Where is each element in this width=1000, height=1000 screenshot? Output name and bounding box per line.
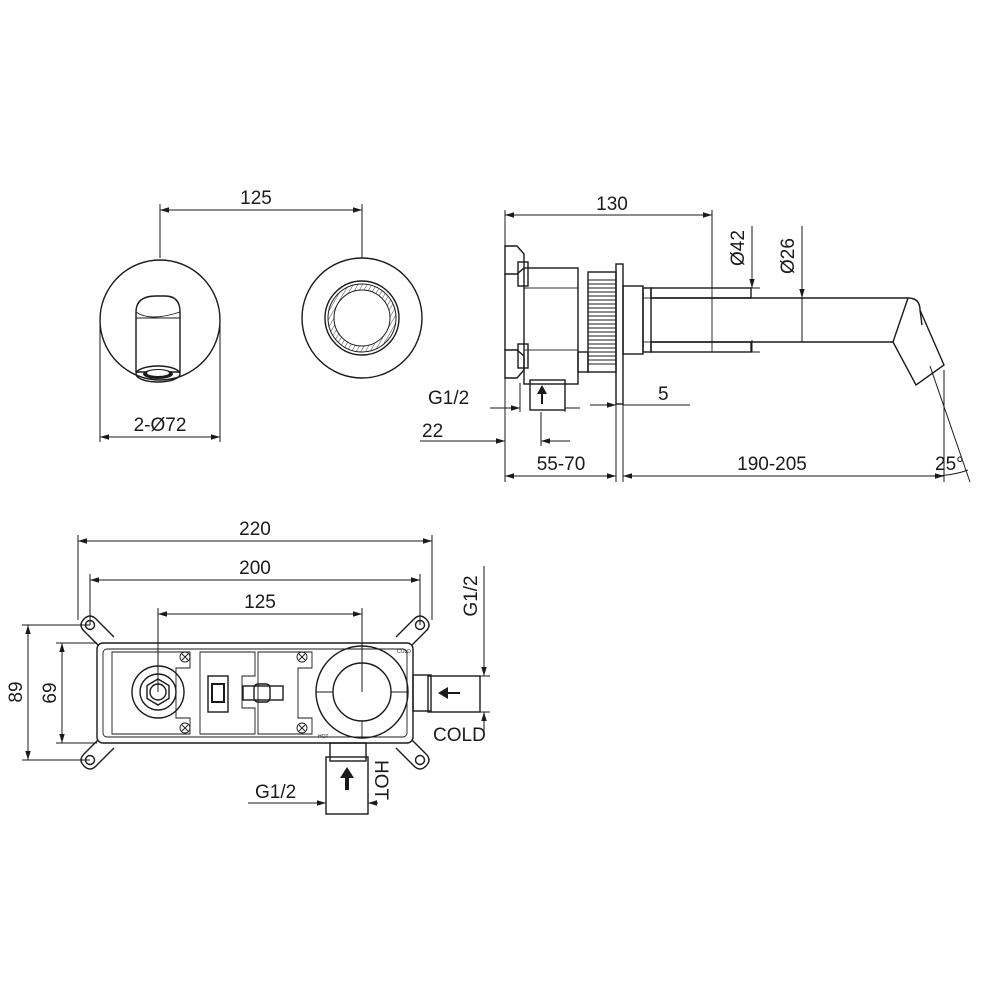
side-view: 130 Ø42 Ø26 G1/2 5 22 55-70	[420, 194, 971, 483]
dim-total-depth: 130	[596, 194, 628, 215]
front-view: 125 2-Ø72	[99, 188, 423, 442]
dim-plate-diameter: 2-Ø72	[134, 415, 187, 436]
hot-label: HOT	[370, 760, 391, 801]
dim-mount-width: 200	[239, 558, 271, 579]
dim-front-spacing: 125	[240, 188, 272, 209]
dim-spout-angle: 25°	[935, 454, 964, 475]
dim-cover-diameter: Ø42	[728, 230, 749, 266]
dim-height-inner: 69	[40, 682, 61, 703]
hot-inlet-arrow	[340, 767, 354, 790]
dim-overall-width: 220	[239, 519, 271, 540]
handle-cover-plate	[301, 257, 423, 379]
dim-hot-thread: G1/2	[255, 782, 296, 803]
inlet-arrow	[537, 385, 547, 404]
dim-body-spacing: 125	[244, 592, 276, 613]
dim-height-outer: 89	[6, 681, 27, 702]
threaded-sleeve	[587, 271, 617, 373]
dim-side-thread: G1/2	[428, 388, 469, 409]
spout	[751, 297, 945, 387]
dim-spout-reach: 190-205	[737, 454, 807, 475]
cold-inlet-arrow	[438, 687, 460, 699]
cold-label: COLD	[433, 725, 486, 746]
cold-marking: COLD	[397, 649, 411, 655]
dim-inlet-offset: 22	[422, 421, 443, 442]
body-view: COLD HOT 220 200 125 89 69	[6, 519, 490, 815]
side-cover-plate	[615, 263, 624, 405]
valve-body	[523, 267, 579, 385]
mounting-ears	[80, 615, 430, 770]
dim-cold-thread: G1/2	[461, 575, 482, 616]
spout-cover-plate	[99, 259, 221, 381]
dim-plate-thickness: 5	[658, 384, 669, 405]
dim-spout-diameter: Ø26	[778, 238, 799, 274]
screws	[179, 651, 308, 734]
hot-marking: HOT	[318, 734, 329, 740]
dim-wall-depth: 55-70	[537, 454, 586, 475]
spout-outlet	[135, 295, 181, 383]
